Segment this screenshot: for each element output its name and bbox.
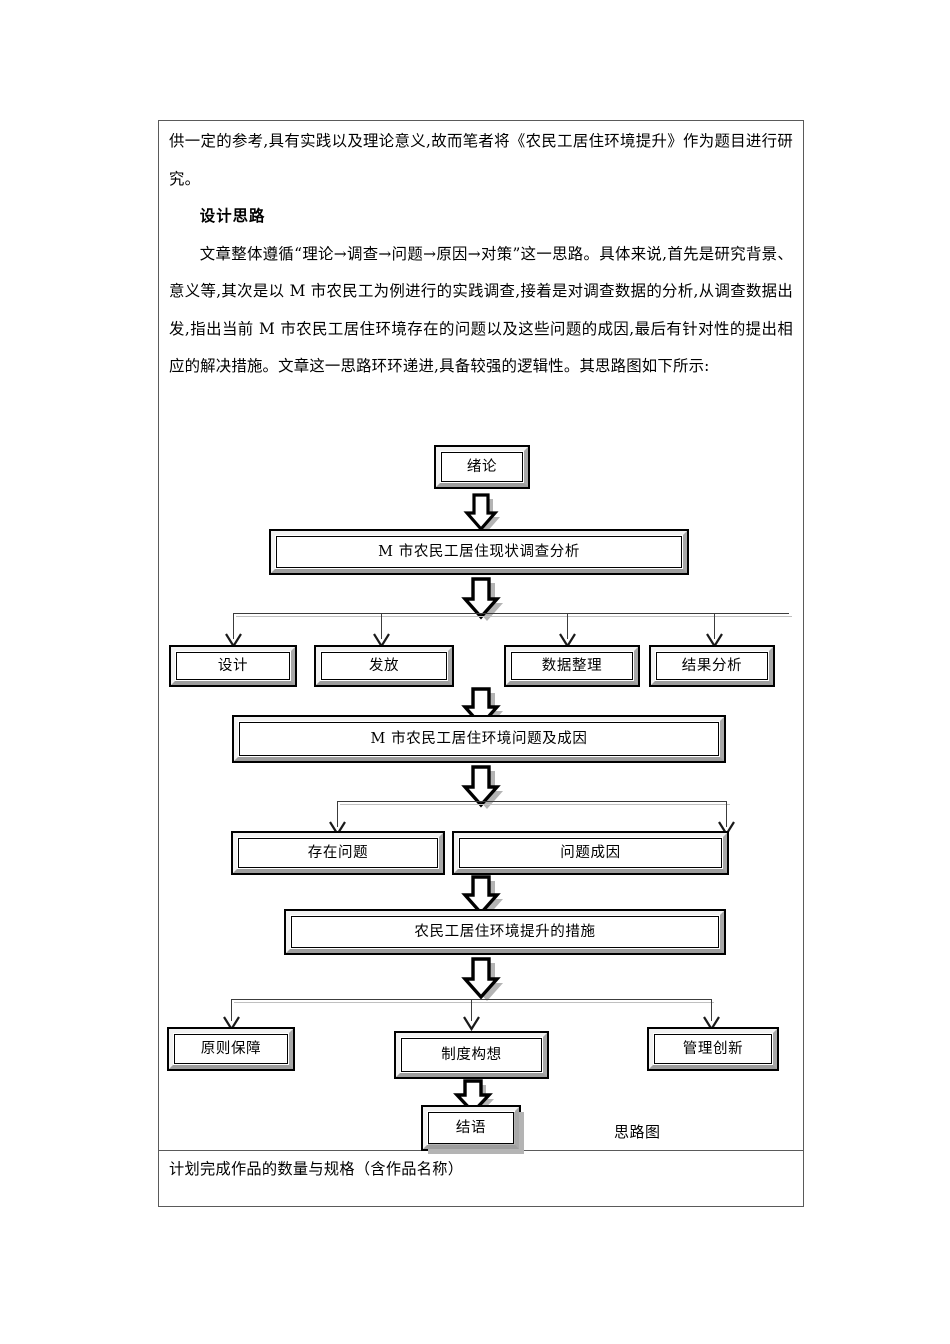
arrow-down-icon	[453, 1079, 494, 1117]
flow-node-management-innovation: 管理创新	[647, 1027, 782, 1074]
arrowhead-icon	[463, 1016, 480, 1032]
node-inner-bevel	[174, 1034, 288, 1064]
arrow-down-icon	[461, 577, 503, 623]
node-inner-bevel	[656, 652, 768, 680]
flow-node-data-sorting: 数据整理	[504, 645, 643, 690]
node-inner-bevel	[291, 916, 719, 948]
flow-node-conclusion: 结语	[421, 1105, 524, 1154]
arrow-down-icon	[461, 875, 503, 919]
node-inner-bevel	[511, 652, 633, 680]
form-table: 供一定的参考,具有实践以及理论意义,故而笔者将《农民工居住环境提升》作为题目进行…	[158, 120, 804, 1207]
flowchart: 绪论 M 市农民工居住现状调查分析	[159, 121, 805, 1154]
flow-node-label: 设计	[217, 657, 249, 674]
flow-node-label: 管理创新	[682, 1040, 744, 1057]
flow-node-label: M 市农民工居住现状调查分析	[378, 543, 580, 560]
connector-bus-4	[233, 613, 789, 614]
flow-node-measures: 农民工居住环境提升的措施	[284, 909, 729, 958]
node-inner-bevel	[401, 1038, 542, 1072]
flowchart-caption: 思路图	[614, 1123, 661, 1141]
flow-node-existing-problems: 存在问题	[231, 831, 448, 878]
flow-node-label: 农民工居住环境提升的措施	[414, 923, 596, 940]
paragraph-1: 供一定的参考,具有实践以及理论意义,故而笔者将《农民工居住环境提升》作为题目进行…	[169, 132, 793, 188]
node-inner-bevel	[239, 722, 719, 756]
node-inner-bevel	[321, 652, 447, 680]
flow-node-system-design: 制度构想	[394, 1031, 552, 1082]
node-inner-bevel	[276, 536, 682, 568]
node-inner-bevel	[176, 652, 290, 680]
flow-node-label: 结果分析	[681, 657, 743, 674]
node-inner-bevel	[654, 1034, 772, 1064]
connector-drop-management	[711, 999, 712, 1021]
flow-node-label: 数据整理	[541, 657, 603, 674]
flow-node-principle-guarantee: 原则保障	[167, 1027, 298, 1074]
flow-node-label: 存在问题	[307, 844, 369, 861]
flow-node-problems-causes: M 市农民工居住环境问题及成因	[232, 715, 729, 766]
connector-bus-4-shadow	[236, 616, 792, 617]
node-inner-bevel	[238, 838, 438, 868]
node-inner-bevel	[428, 1112, 514, 1144]
connector-drop-design	[233, 613, 234, 639]
connector-drop-principle	[231, 999, 232, 1021]
connector-drop-result	[714, 613, 715, 639]
flow-node-label: M 市农民工居住环境问题及成因	[370, 730, 588, 747]
arrow-down-icon	[461, 765, 503, 811]
connector-drop-distribute	[381, 613, 382, 639]
connector-drop-system	[471, 999, 472, 1021]
node-inner-bevel	[441, 452, 523, 482]
connector-bus-2	[337, 801, 727, 802]
paragraph-2: 文章整体遵循“理论→调查→问题→原因→对策”这一思路。具体来说,首先是研究背景、…	[169, 244, 793, 376]
connector-drop-causes	[726, 801, 727, 827]
flow-node-result-analysis: 结果分析	[649, 645, 778, 690]
body-text: 供一定的参考,具有实践以及理论意义,故而笔者将《农民工居住环境提升》作为题目进行…	[169, 123, 793, 386]
section-heading: 设计思路	[199, 207, 266, 225]
connector-drop-sorting	[567, 613, 568, 639]
node-inner-bevel	[459, 838, 722, 868]
flow-node-label: 制度构想	[441, 1046, 502, 1063]
flow-node-design: 设计	[169, 645, 300, 690]
arrow-down-icon	[463, 491, 500, 533]
flow-node-label: 绪论	[466, 458, 498, 475]
flow-node-distribute: 发放	[314, 645, 457, 690]
flow-node-intro: 绪论	[434, 445, 533, 492]
flow-node-label: 原则保障	[200, 1040, 262, 1057]
flow-node-problem-causes: 问题成因	[452, 831, 732, 878]
flow-node-survey: M 市农民工居住现状调查分析	[269, 529, 692, 578]
flow-node-label: 发放	[368, 657, 400, 674]
arrow-down-icon	[461, 957, 503, 1003]
footer-row-label: 计划完成作品的数量与规格（含作品名称）	[169, 1160, 464, 1178]
flow-node-label: 问题成因	[560, 844, 621, 861]
connector-bus-2-shadow	[340, 804, 730, 805]
connector-drop-existing	[337, 801, 338, 827]
table-cell-footer: 计划完成作品的数量与规格（含作品名称）	[159, 1151, 803, 1207]
table-cell-content: 供一定的参考,具有实践以及理论意义,故而笔者将《农民工居住环境提升》作为题目进行…	[159, 121, 805, 1154]
flow-node-label: 结语	[455, 1119, 487, 1136]
connector-bus-3-shadow	[234, 1002, 714, 1003]
